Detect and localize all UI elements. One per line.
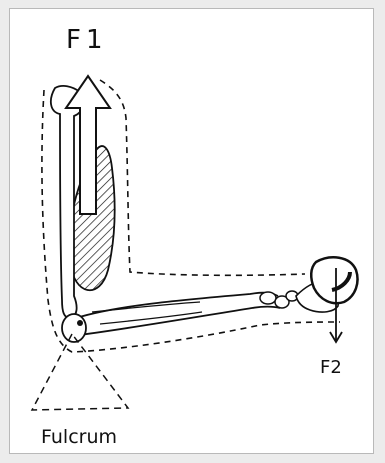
forearm-inner bbox=[92, 302, 202, 324]
force-2-label: F2 bbox=[320, 359, 342, 377]
wrist-bones bbox=[260, 291, 298, 308]
fulcrum-label: Fulcrum bbox=[41, 428, 117, 447]
force-1-label: F1 bbox=[66, 27, 108, 53]
fulcrum-triangle bbox=[32, 334, 128, 410]
elbow-pivot bbox=[77, 320, 83, 326]
